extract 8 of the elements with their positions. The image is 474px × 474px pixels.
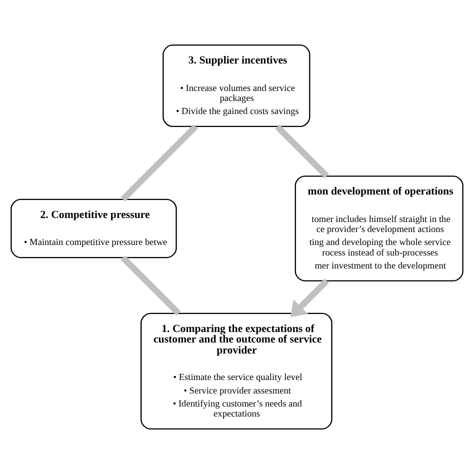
arrow [290, 278, 329, 318]
connector [120, 124, 198, 202]
node-box: mon development of operations tomer includes himself straight in the ce provider’s development actions ting and developing the whole service rocess instead of sub-processes mer investment to the development [294, 176, 464, 282]
node-box: 3. Supplier incentives • Increase volumes and service packages • Divide the gained costs savings [162, 44, 310, 128]
node-box: 1. Comparing the expectations of customer and the outcome of service provider • Estimate the service quality level • Service provider assesment • Identifying customer’s needs and expectations [140, 312, 332, 430]
node-box: 2. Competitive pressure • Maintain competitive pressure betwe [10, 198, 177, 258]
connector [275, 124, 329, 178]
connector [120, 255, 181, 316]
